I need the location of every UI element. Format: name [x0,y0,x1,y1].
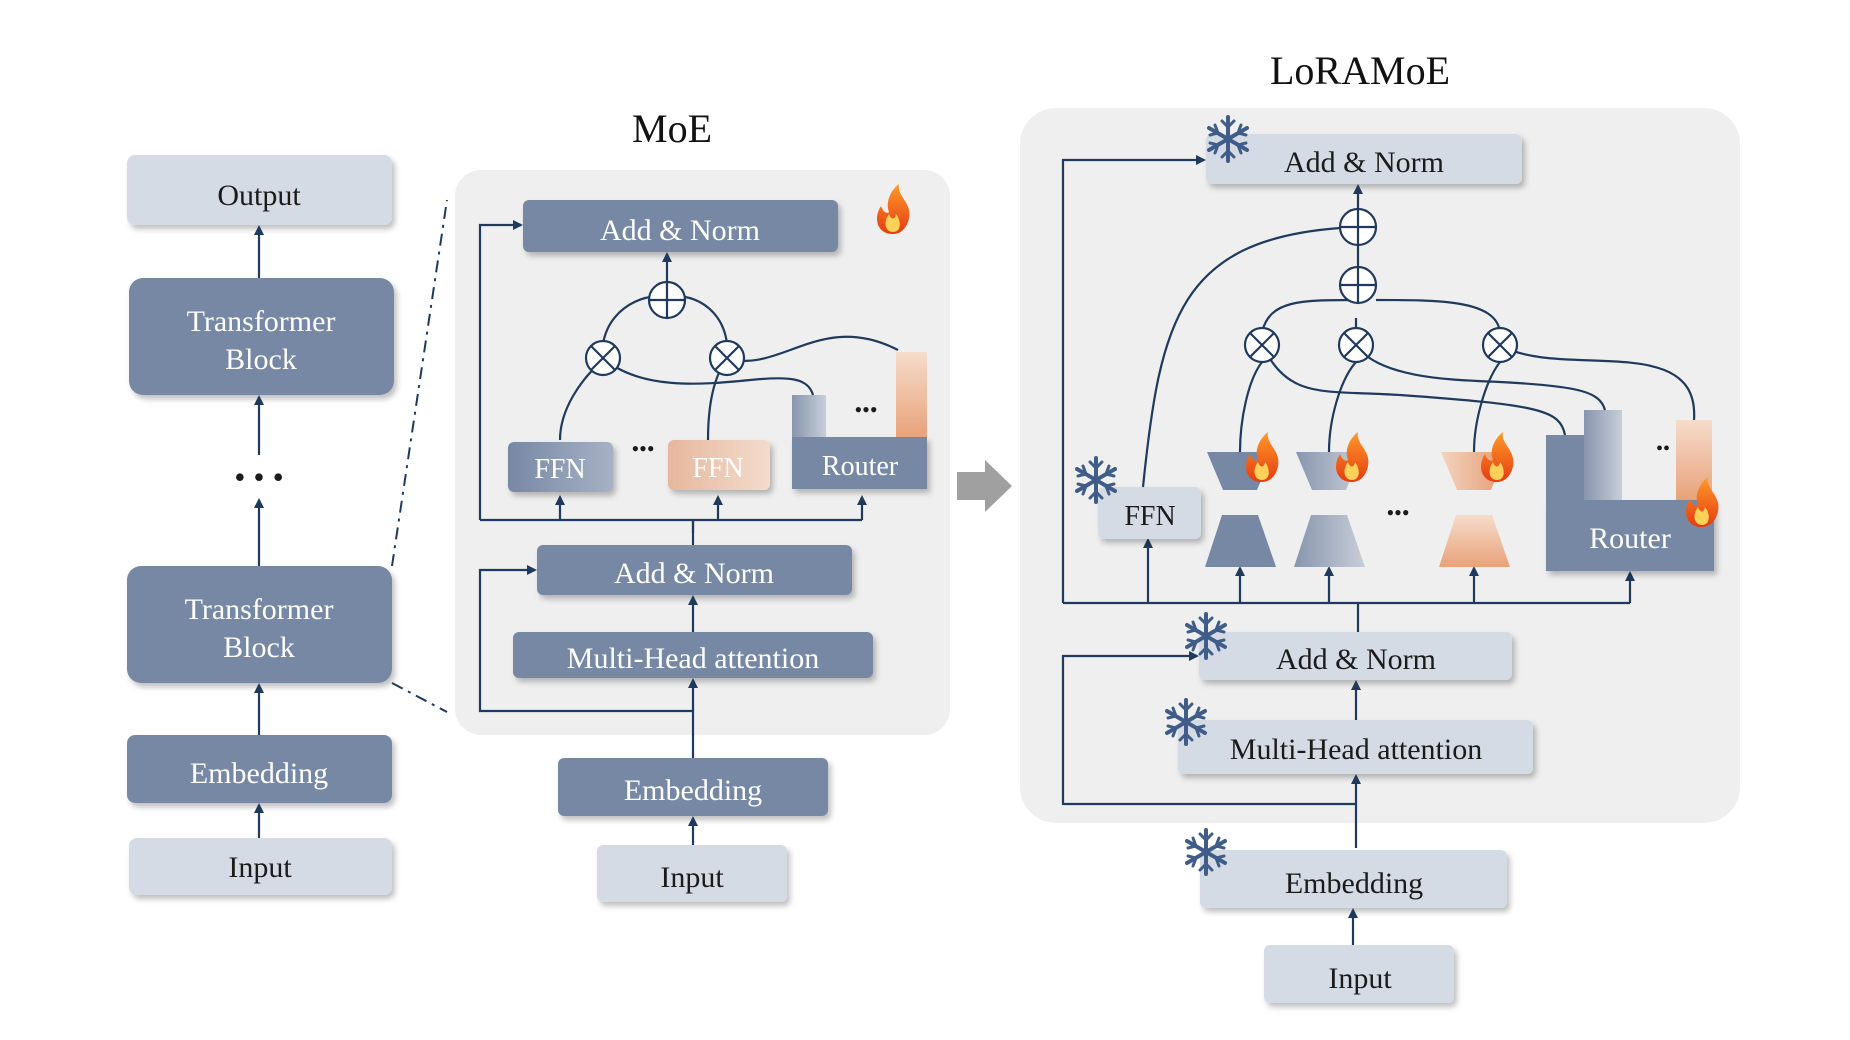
loramoe-multiply-2 [1337,326,1375,364]
moe-embedding-label: Embedding [624,774,762,807]
moe-router-dots: ••• [854,397,877,422]
moe-ffn-1 [508,442,613,492]
output-label: Output [217,179,301,212]
moe-router-bar-2 [896,352,927,437]
loramoe-attention [1178,720,1533,774]
moe-ffn-2-label: FFN [692,453,743,484]
moe-multiply-2 [708,339,746,377]
output-box [127,155,392,225]
loramoe-ffn [1098,487,1201,539]
moe-input-box [597,845,787,902]
left-input-box [129,838,392,895]
transformer-block-bottom [127,566,392,683]
loramoe-router-bar-2 [1584,410,1622,500]
moe-ffn-dots: ••• [631,436,654,461]
loramoe-embedding-box [1200,850,1507,908]
loramoe-add-norm-bottom-label: Add & Norm [1276,643,1436,676]
moe-embedding-box [558,758,828,816]
loramoe-ffn-label: FFN [1124,501,1175,532]
loramoe-input-label: Input [1328,962,1392,995]
loramoe-router-label: Router [1589,522,1671,555]
moe-add-norm-bottom-label: Add & Norm [614,557,774,590]
loramoe-input-box [1264,945,1454,1003]
lora-expert-n-down [1439,515,1510,567]
moe-panel: MoE Add & Norm FFN ••• FFN Router ••• [455,106,950,902]
moe-add-op [647,280,687,320]
left-embedding-box [127,735,392,803]
lora-expert-2-down [1294,515,1365,567]
transformer-block-top [129,278,394,395]
left-embedding-label: Embedding [190,757,328,790]
transformer-block-top-line1: Transformer [187,305,336,338]
loramoe-add-norm-top [1206,134,1522,184]
moe-router [792,437,927,489]
moe-add-norm-top-label: Add & Norm [600,214,760,247]
loramoe-router [1546,500,1714,571]
loramoe-router-bar-1 [1546,435,1584,500]
loramoe-panel: LoRAMoE Add & Norm FFN ••• Router [1020,48,1740,1003]
loramoe-add-norm-bottom [1199,632,1512,680]
moe-multiply-1 [584,339,622,377]
moe-router-bar-1 [792,395,826,437]
loramoe-multiply-3 [1481,326,1519,364]
loramoe-title: LoRAMoE [1270,48,1450,93]
transformer-block-top-line2: Block [225,343,297,376]
loramoe-add-op-ffn [1338,207,1378,247]
moe-attention [513,632,873,678]
moe-attention-label: Multi-Head attention [567,642,819,675]
loramoe-multiply-1 [1243,326,1281,364]
loramoe-router-dots: •• [1656,438,1670,460]
moe-router-label: Router [822,451,899,482]
moe-add-norm-bottom [537,545,852,595]
left-stack: Output Transformer Block • • • Transform… [127,155,448,895]
moe-input-label: Input [660,861,724,894]
loramoe-expert-dots: ••• [1386,500,1409,525]
transformer-block-bottom-line2: Block [223,631,295,664]
moe-ffn-2 [668,440,770,490]
left-input-label: Input [228,851,292,884]
left-ellipsis: • • • [234,459,284,495]
loramoe-attention-label: Multi-Head attention [1230,733,1482,766]
moe-title: MoE [632,106,712,151]
moe-add-norm-top [523,200,838,252]
loramoe-embedding-label: Embedding [1285,867,1423,900]
transformer-block-bottom-line1: Transformer [185,593,334,626]
lora-expert-1-down [1205,515,1276,567]
moe-ffn-1-label: FFN [534,454,585,485]
transition-arrow [957,460,1012,512]
loramoe-add-op-lora [1338,265,1378,305]
loramoe-add-norm-top-label: Add & Norm [1284,146,1444,179]
